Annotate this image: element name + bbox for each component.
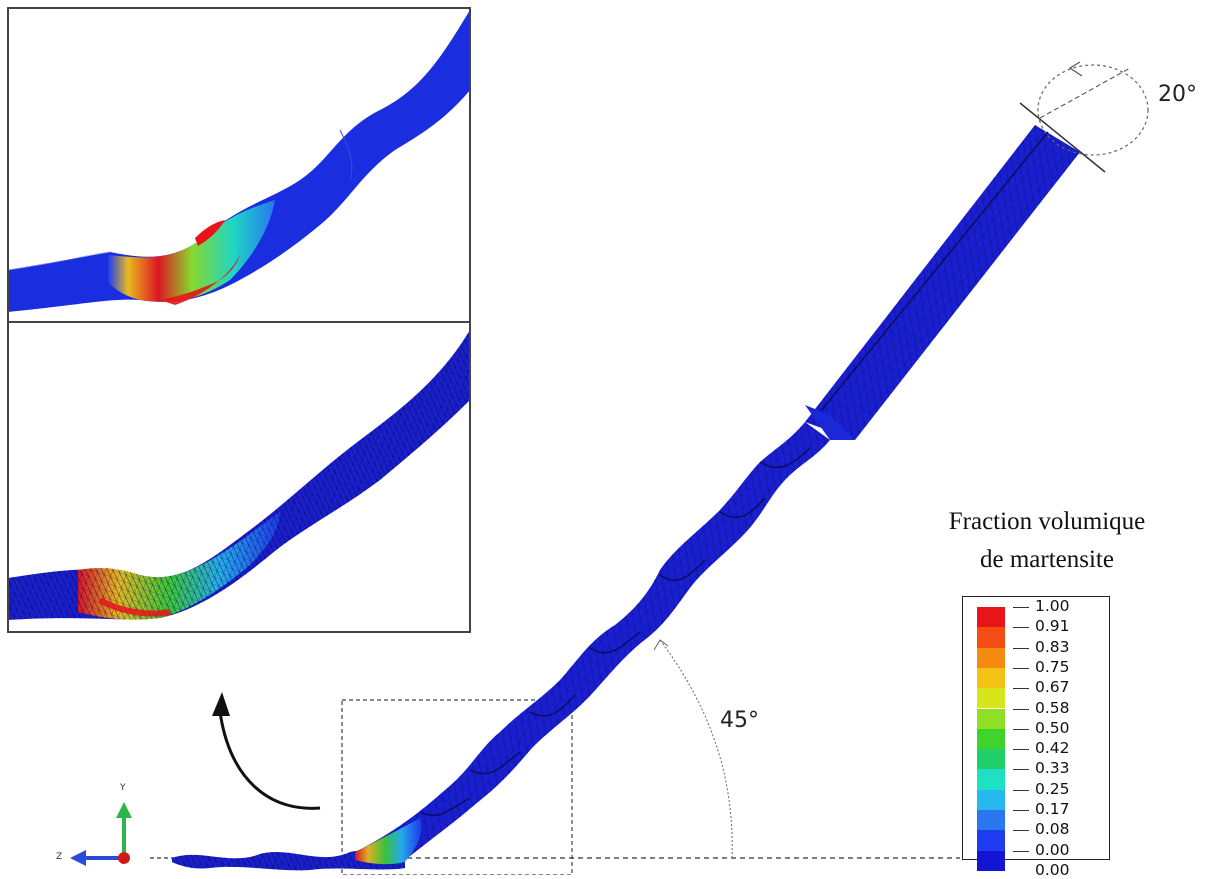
legend-swatch bbox=[977, 749, 1005, 770]
legend-title-line1: Fraction volumique bbox=[948, 508, 1146, 535]
legend-title: Fraction volumique de martensite bbox=[912, 503, 1182, 579]
legend-label: 0.08 bbox=[1035, 820, 1070, 839]
legend-tick bbox=[1013, 769, 1029, 771]
legend-tick bbox=[1013, 688, 1029, 690]
legend-label: 0.91 bbox=[1035, 617, 1070, 636]
legend-label: 0.67 bbox=[1035, 678, 1070, 697]
legend-entry: 0.75 bbox=[977, 658, 1107, 689]
legend-tick bbox=[1013, 647, 1029, 649]
axis-z-label: Z bbox=[56, 852, 63, 862]
legend-label: 0.00 bbox=[1035, 840, 1070, 859]
legend-swatch bbox=[977, 728, 1005, 750]
axis-y-label: Y bbox=[120, 783, 126, 793]
legend-swatch bbox=[977, 627, 1005, 648]
legend-tick bbox=[1013, 830, 1029, 832]
legend-tick bbox=[1013, 607, 1029, 608]
zoom-arrow bbox=[212, 692, 321, 810]
legend-swatch bbox=[977, 647, 1005, 668]
coordinate-triad bbox=[70, 802, 132, 866]
legend-entry: 0.33 bbox=[977, 759, 1107, 790]
legend-tick bbox=[1013, 749, 1029, 751]
legend-entry: 0.91 bbox=[977, 617, 1107, 648]
legend-entry: 0.42 bbox=[977, 739, 1107, 770]
legend-tick bbox=[1013, 728, 1029, 730]
legend-label: 0.83 bbox=[1035, 637, 1070, 656]
legend-label: 0.75 bbox=[1035, 657, 1070, 676]
legend-label: 0.58 bbox=[1035, 698, 1070, 717]
legend-entry: 0.50 bbox=[977, 719, 1107, 750]
legend-tick bbox=[1013, 627, 1029, 629]
legend-label: 1.00 bbox=[1035, 597, 1070, 615]
legend-tick bbox=[1013, 667, 1029, 669]
legend-title-line2: de martensite bbox=[980, 546, 1114, 573]
legend-tick bbox=[1013, 789, 1029, 791]
zoom-region-box bbox=[341, 699, 573, 875]
legend-swatch bbox=[977, 667, 1005, 689]
legend-swatch bbox=[977, 708, 1005, 729]
legend-label-bottom: 0.00 bbox=[1035, 860, 1070, 879]
inset-top-panel bbox=[7, 7, 471, 323]
legend-label: 0.42 bbox=[1035, 739, 1070, 758]
legend-swatch bbox=[977, 789, 1005, 810]
legend-tick bbox=[1013, 708, 1029, 710]
legend-label: 0.33 bbox=[1035, 759, 1070, 778]
legend-swatch bbox=[977, 810, 1005, 831]
legend-swatch bbox=[977, 850, 1005, 871]
legend-entry: 0.83 bbox=[977, 638, 1107, 668]
wire-hot-zone bbox=[355, 818, 422, 865]
legend-label: 0.17 bbox=[1035, 800, 1070, 818]
legend-entry: 0.67 bbox=[977, 678, 1107, 709]
twisted-wire bbox=[172, 125, 1080, 871]
rotation-angle-label: 20° bbox=[1158, 82, 1197, 107]
legend-tick bbox=[1013, 850, 1029, 852]
legend-swatch bbox=[977, 607, 1005, 628]
inset-bottom-panel bbox=[7, 321, 471, 633]
legend-swatch bbox=[977, 769, 1005, 790]
rotation-indicator bbox=[1019, 61, 1149, 173]
legend-swatch bbox=[977, 830, 1005, 851]
legend-entry: 0.25 bbox=[977, 780, 1107, 810]
legend-entry: 0.00 bbox=[977, 841, 1107, 871]
legend-entry: 0.58 bbox=[977, 699, 1107, 729]
legend-swatch bbox=[977, 688, 1005, 709]
legend-entry: 0.17 bbox=[977, 800, 1107, 831]
angle-45-arc bbox=[659, 639, 733, 859]
inset-top-hot-zone bbox=[108, 200, 275, 302]
legend-entry: 1.00 bbox=[977, 597, 1107, 628]
legend-entry: 0.08 bbox=[977, 820, 1107, 851]
bend-angle-label: 45° bbox=[720, 708, 759, 733]
legend-label: 0.50 bbox=[1035, 718, 1070, 737]
legend-tick bbox=[1013, 810, 1029, 811]
legend-label: 0.25 bbox=[1035, 779, 1070, 798]
